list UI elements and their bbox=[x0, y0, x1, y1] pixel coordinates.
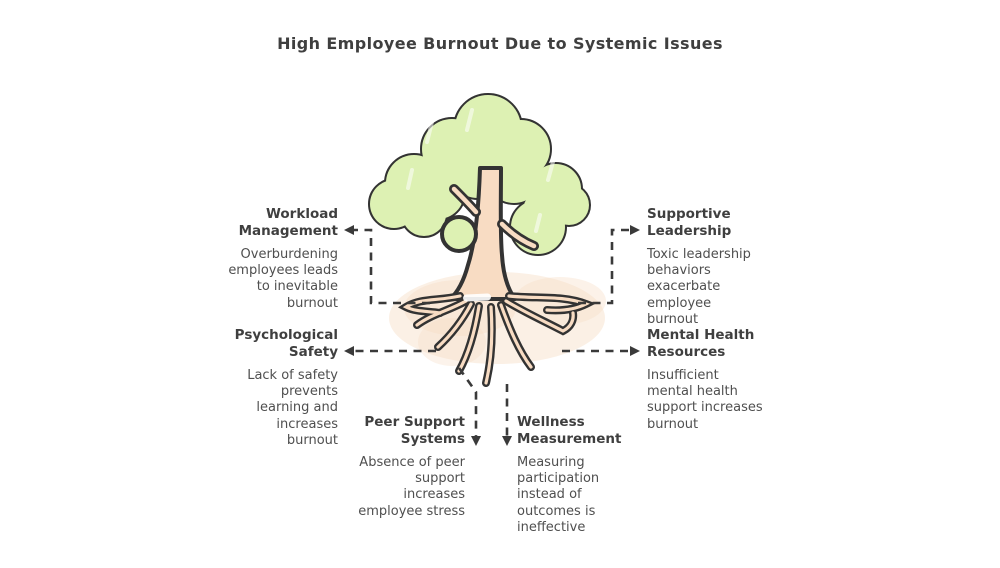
node-description: Overburdening employees leads to inevita… bbox=[228, 247, 338, 311]
connector-peer-support-systems bbox=[457, 367, 478, 436]
node-wellness-measurement: Wellness Measurement Measuring participa… bbox=[517, 414, 667, 536]
connector-supportive-leadership bbox=[578, 228, 629, 305]
node-label: Supportive Leadership bbox=[647, 206, 732, 239]
tree-roots bbox=[397, 292, 597, 387]
node-psychological-safety: Psychological Safety Lack of safety prev… bbox=[178, 327, 338, 449]
arrow-down-icon bbox=[502, 436, 512, 446]
node-label: Wellness Measurement bbox=[517, 414, 622, 447]
node-description: Toxic leadership behaviors exacerbate em… bbox=[647, 247, 751, 327]
node-label: Peer Support Systems bbox=[364, 414, 465, 447]
arrow-right-icon bbox=[630, 225, 640, 235]
arrow-left-icon bbox=[344, 225, 354, 235]
node-label: Psychological Safety bbox=[234, 327, 338, 360]
node-description: Insufficient mental health support incre… bbox=[647, 368, 763, 432]
connector-workload-management bbox=[353, 228, 430, 305]
node-description: Lack of safety prevents learning and inc… bbox=[247, 368, 338, 448]
page-title: High Employee Burnout Due to Systemic Is… bbox=[277, 34, 723, 53]
arrow-left-icon bbox=[344, 346, 354, 356]
arrow-right-icon bbox=[630, 346, 640, 356]
node-supportive-leadership: Supportive Leadership Toxic leadership b… bbox=[647, 206, 797, 328]
arrow-down-icon bbox=[471, 436, 481, 446]
node-mental-health-resources: Mental Health Resources Insufficient men… bbox=[647, 327, 807, 433]
node-description: Measuring participation instead of outco… bbox=[517, 455, 600, 535]
node-workload-management: Workload Management Overburdening employ… bbox=[178, 206, 338, 312]
tree-foliage-front bbox=[440, 215, 478, 253]
node-label: Mental Health Resources bbox=[647, 327, 755, 360]
node-peer-support-systems: Peer Support Systems Absence of peer sup… bbox=[325, 414, 465, 520]
connectors bbox=[353, 228, 629, 436]
node-description: Absence of peer support increases employ… bbox=[358, 455, 465, 519]
connector-arrowheads bbox=[344, 225, 640, 446]
node-label: Workload Management bbox=[238, 206, 338, 239]
